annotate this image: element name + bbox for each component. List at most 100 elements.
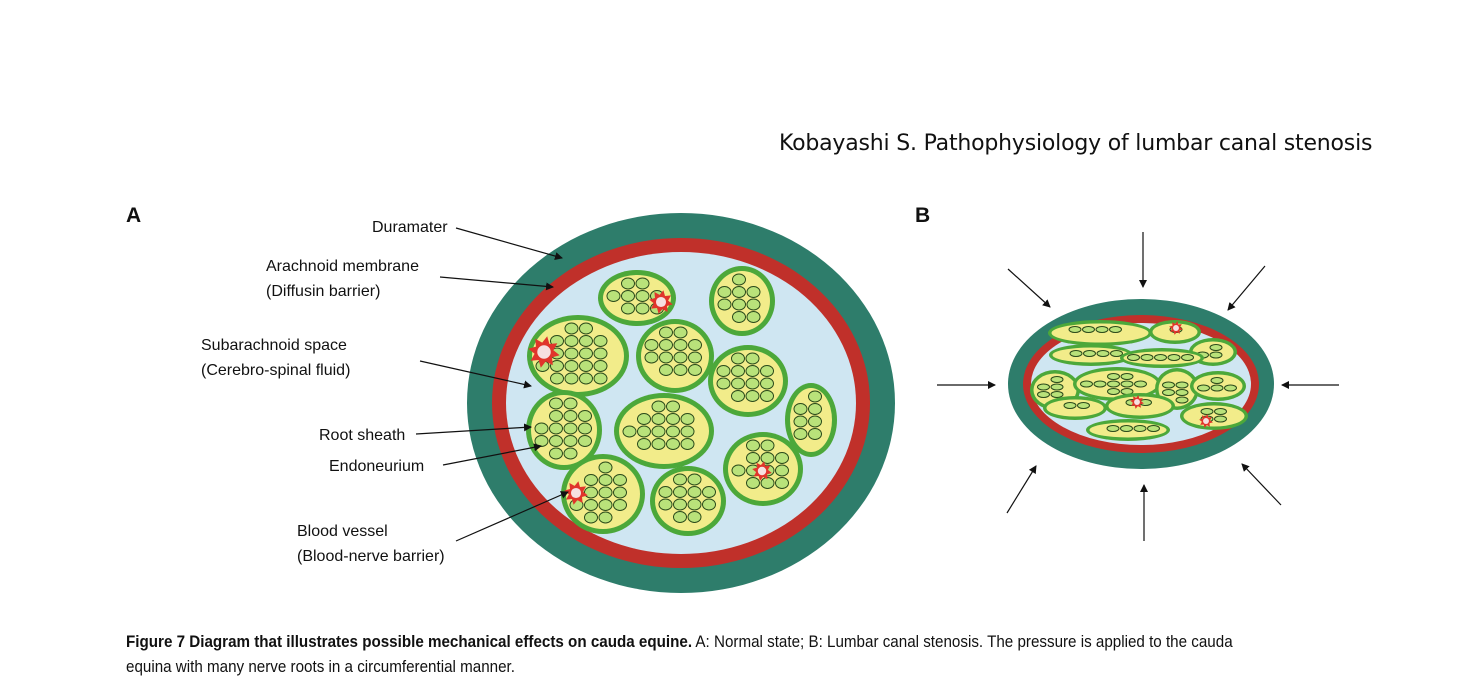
nerve-root [723,432,803,506]
caption-bold: Figure 7 Diagram that illustrates possib… [126,633,693,651]
label-cerebro-spinal-fluid: (Cerebro-spinal fluid) [201,362,351,379]
nerve-fascicle [775,464,789,477]
nerve-fascicle [731,352,745,365]
nerve-fascicle [658,486,673,498]
nerve-fascicle [658,498,673,511]
nerve-fascicle [732,298,746,311]
nerve-fascicle [534,422,549,435]
nerve-fascicle [808,428,822,440]
nerve-fascicle [673,339,688,351]
nerve-fascicle [549,422,563,435]
nerve-fascicle [1120,380,1134,388]
nerve-fascicle [598,486,613,499]
nerve-fascicle [637,425,651,438]
nerve-fascicle [717,298,732,311]
label-root-sheath: Root sheath [319,427,406,444]
nerve-fascicle [673,511,687,523]
nerve-fascicle [549,447,563,460]
nerve-fascicle [564,322,579,335]
nerve-fascicle [680,425,695,438]
nerve-roots-compressed [1030,320,1248,441]
nerve-fascicle [680,438,695,450]
panel-b-letter: B [915,204,931,227]
nerve-fascicle [1181,354,1194,361]
nerve-fascicle [745,390,760,402]
nerve-root [709,266,775,336]
nerve-fascicle [579,360,593,372]
nerve-fascicle [1210,384,1224,392]
nerve-fascicle [1037,391,1050,398]
nerve-root [1073,367,1161,401]
nerve-fascicle [549,397,563,410]
nerve-fascicle [1175,389,1189,396]
nerve-root [1043,396,1107,420]
nerve-fascicle [564,347,579,360]
nerve-fascicle [1110,350,1123,357]
nerve-fascicle [1175,381,1189,389]
nerve-fascicle [1147,425,1160,432]
nerve-fascicle [793,403,808,415]
nerve-fascicle [687,498,702,511]
nerve-fascicle [716,377,731,390]
nerve-fascicle [1162,381,1175,389]
nerve-fascicle [680,413,695,425]
nerve-fascicle [564,360,579,372]
nerve-root [1190,371,1246,401]
nerve-fascicle [1096,350,1110,357]
nerve-fascicle [598,461,613,474]
nerve-fascicle [732,311,746,323]
nerve-fascicle [1063,402,1077,409]
nerve-fascicle [1050,383,1064,391]
nerve-fascicle [635,277,650,290]
nerve-root [598,270,676,326]
nerve-fascicle [651,400,666,413]
nerve-fascicle [1175,396,1189,404]
nerve-fascicle [1095,326,1109,333]
nerve-fascicle [613,474,627,486]
nerve-fascicle [1083,350,1096,357]
figure-caption: Figure 7 Diagram that illustrates possib… [126,630,1276,680]
nerve-fascicle [760,365,774,377]
nerve-fascicle [584,486,598,499]
nerve-fascicle [702,486,716,498]
nerve-fascicle [808,415,822,428]
nerve-fascicle [1077,402,1090,409]
nerve-fascicle [1133,425,1147,432]
nerve-fascicle [549,435,563,447]
nerve-fascicle [687,486,702,498]
nerve-fascicle [1120,373,1134,380]
nerve-fascicle [651,413,666,425]
nerve-fascicle [1109,326,1122,333]
nerve-fascicle [1162,389,1175,396]
nerve-fascicle [673,326,688,339]
label-endoneurium: Endoneurium [329,458,425,475]
nerve-fascicle [746,439,760,452]
nerve-fascicle [637,413,651,425]
nerve-roots-normal [526,266,837,536]
panel-a-cross-section [467,213,895,593]
nerve-fascicle [550,360,564,372]
nerve-fascicle [808,403,822,415]
nerve-fascicle [1127,354,1140,361]
nerve-fascicle [760,439,775,452]
nerve-root [1180,402,1248,430]
nerve-fascicle [635,302,650,315]
nerve-root [526,390,602,470]
nerve-root [785,383,837,457]
nerve-fascicle [688,351,702,364]
page-header-title: Kobayashi S. Pathophysiology of lumbar c… [779,131,1373,156]
label-blood-vessel: Blood vessel [297,523,388,540]
nerve-root [1086,419,1170,441]
nerve-root [636,319,714,393]
nerve-fascicle [622,425,637,438]
nerve-root [708,345,788,417]
leader-blood-vessel [455,491,569,542]
nerve-fascicle [578,422,592,435]
nerve-fascicle [1210,377,1224,384]
nerve-fascicle [579,335,593,347]
nerve-fascicle [731,390,745,402]
nerve-fascicle [1107,388,1120,395]
nerve-root [1105,393,1175,419]
nerve-fascicle [563,435,578,447]
nerve-fascicle [549,410,563,422]
